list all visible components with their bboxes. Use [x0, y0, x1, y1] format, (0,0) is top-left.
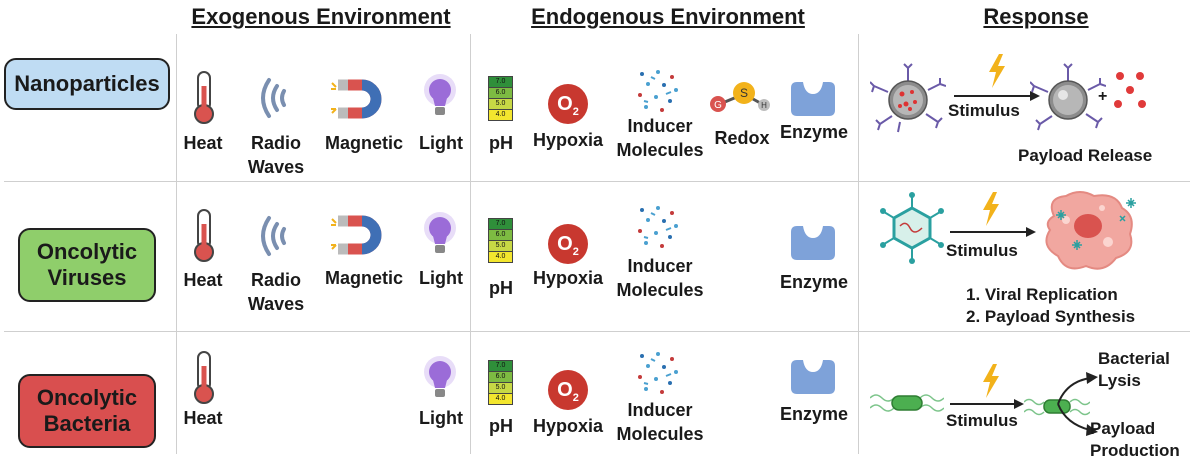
label-stimulus-2: Stimulus [946, 241, 1018, 260]
lightning-icon [983, 192, 999, 226]
label-inducer: Inducer Molecules [616, 256, 704, 300]
label-inducer: Inducer Molecules [616, 400, 704, 444]
divider-3 [858, 34, 859, 454]
thermometer-icon [194, 351, 214, 404]
label-heat: Heat [183, 408, 223, 428]
oxygen-icon: O2 [548, 224, 588, 264]
label-payload-production: Payload Production [1090, 419, 1180, 460]
label-ph: pH [489, 133, 513, 153]
virus-icon [880, 192, 944, 264]
label-ph: pH [489, 278, 513, 298]
lightning-icon [983, 364, 999, 398]
ph-scale-icon: 7.0 6.0 5.0 4.0 [488, 360, 513, 405]
stimulus-arrow [950, 399, 1024, 409]
label-ph: pH [489, 416, 513, 436]
branch-arrows [1057, 372, 1098, 436]
radio-waves-icon [261, 216, 286, 256]
enzyme-icon [791, 82, 835, 116]
ph-scale-icon: 7.0 6.0 5.0 4.0 [488, 218, 513, 263]
molecules-icon [638, 352, 678, 394]
label-enzyme: Enzyme [779, 122, 849, 142]
light-bulb-icon [424, 74, 456, 115]
nanoparticle-empty-icon [1030, 63, 1106, 131]
stimulus-arrow [954, 91, 1040, 101]
ph-scale-icon: 7.0 6.0 5.0 4.0 [488, 76, 513, 121]
label-hypoxia: Hypoxia [532, 416, 604, 436]
label-inducer: Inducer Molecules [616, 116, 704, 160]
label-hypoxia: Hypoxia [532, 268, 604, 288]
oxygen-icon: O2 [548, 370, 588, 410]
thermometer-icon [194, 209, 214, 262]
header-endogenous: Endogenous Environment [531, 4, 805, 29]
label-enzyme: Enzyme [779, 404, 849, 424]
header-exogenous: Exogenous Environment [191, 4, 451, 29]
thermometer-icon [194, 71, 214, 124]
label-radio-waves: Radio Waves [247, 270, 305, 314]
label-stimulus-1: Stimulus [948, 101, 1020, 120]
divider-1 [176, 34, 177, 454]
label-hypoxia: Hypoxia [532, 130, 604, 150]
oxygen-icon: O2 [548, 84, 588, 124]
bacteria-lysed-icon [1024, 398, 1090, 416]
molecules-icon [638, 70, 678, 112]
label-payload-release: Payload Release [1018, 146, 1153, 165]
label-light: Light [419, 133, 463, 153]
molecules-icon [638, 206, 678, 248]
svg-text:H: H [761, 101, 767, 110]
row-label-oncolytic-bacteria: Oncolytic Bacteria [18, 374, 156, 448]
lightning-icon [989, 54, 1005, 88]
divider-2 [470, 34, 471, 454]
radio-waves-icon [261, 78, 286, 118]
header-response: Response [983, 4, 1089, 29]
tumor-cell-icon [1045, 191, 1136, 270]
light-bulb-icon [424, 356, 456, 397]
label-plus: + [1098, 88, 1108, 105]
label-heat: Heat [183, 133, 223, 153]
row-label-oncolytic-viruses: Oncolytic Viruses [18, 228, 156, 302]
label-viral-replication: 1. Viral Replication [966, 285, 1118, 304]
label-enzyme: Enzyme [779, 272, 849, 292]
label-light: Light [419, 268, 463, 288]
payload-dots-icon [1114, 72, 1146, 108]
label-light: Light [419, 408, 463, 428]
light-bulb-icon [424, 212, 456, 253]
label-magnetic: Magnetic [324, 133, 403, 153]
magnet-icon [331, 79, 382, 119]
enzyme-icon [791, 226, 835, 260]
label-stimulus-3: Stimulus [946, 411, 1018, 430]
magnet-icon [331, 215, 382, 255]
row-divider-1 [4, 181, 1190, 182]
svg-text:G: G [714, 100, 722, 111]
label-redox: Redox [714, 128, 770, 148]
svg-text:S: S [740, 86, 748, 100]
nanoparticle-icon [870, 63, 946, 133]
enzyme-icon [791, 360, 835, 394]
label-radio-waves: Radio Waves [247, 133, 305, 177]
label-heat: Heat [183, 270, 223, 290]
label-payload-synthesis: 2. Payload Synthesis [966, 307, 1136, 326]
row-label-nanoparticles: Nanoparticles [4, 58, 170, 110]
bacteria-icon [870, 394, 944, 412]
redox-icon: G S H [710, 82, 770, 112]
label-bacterial-lysis: Bacterial Lysis [1098, 349, 1170, 390]
row-divider-2 [4, 331, 1190, 332]
stimulus-arrow [950, 227, 1036, 237]
label-magnetic: Magnetic [324, 268, 403, 288]
